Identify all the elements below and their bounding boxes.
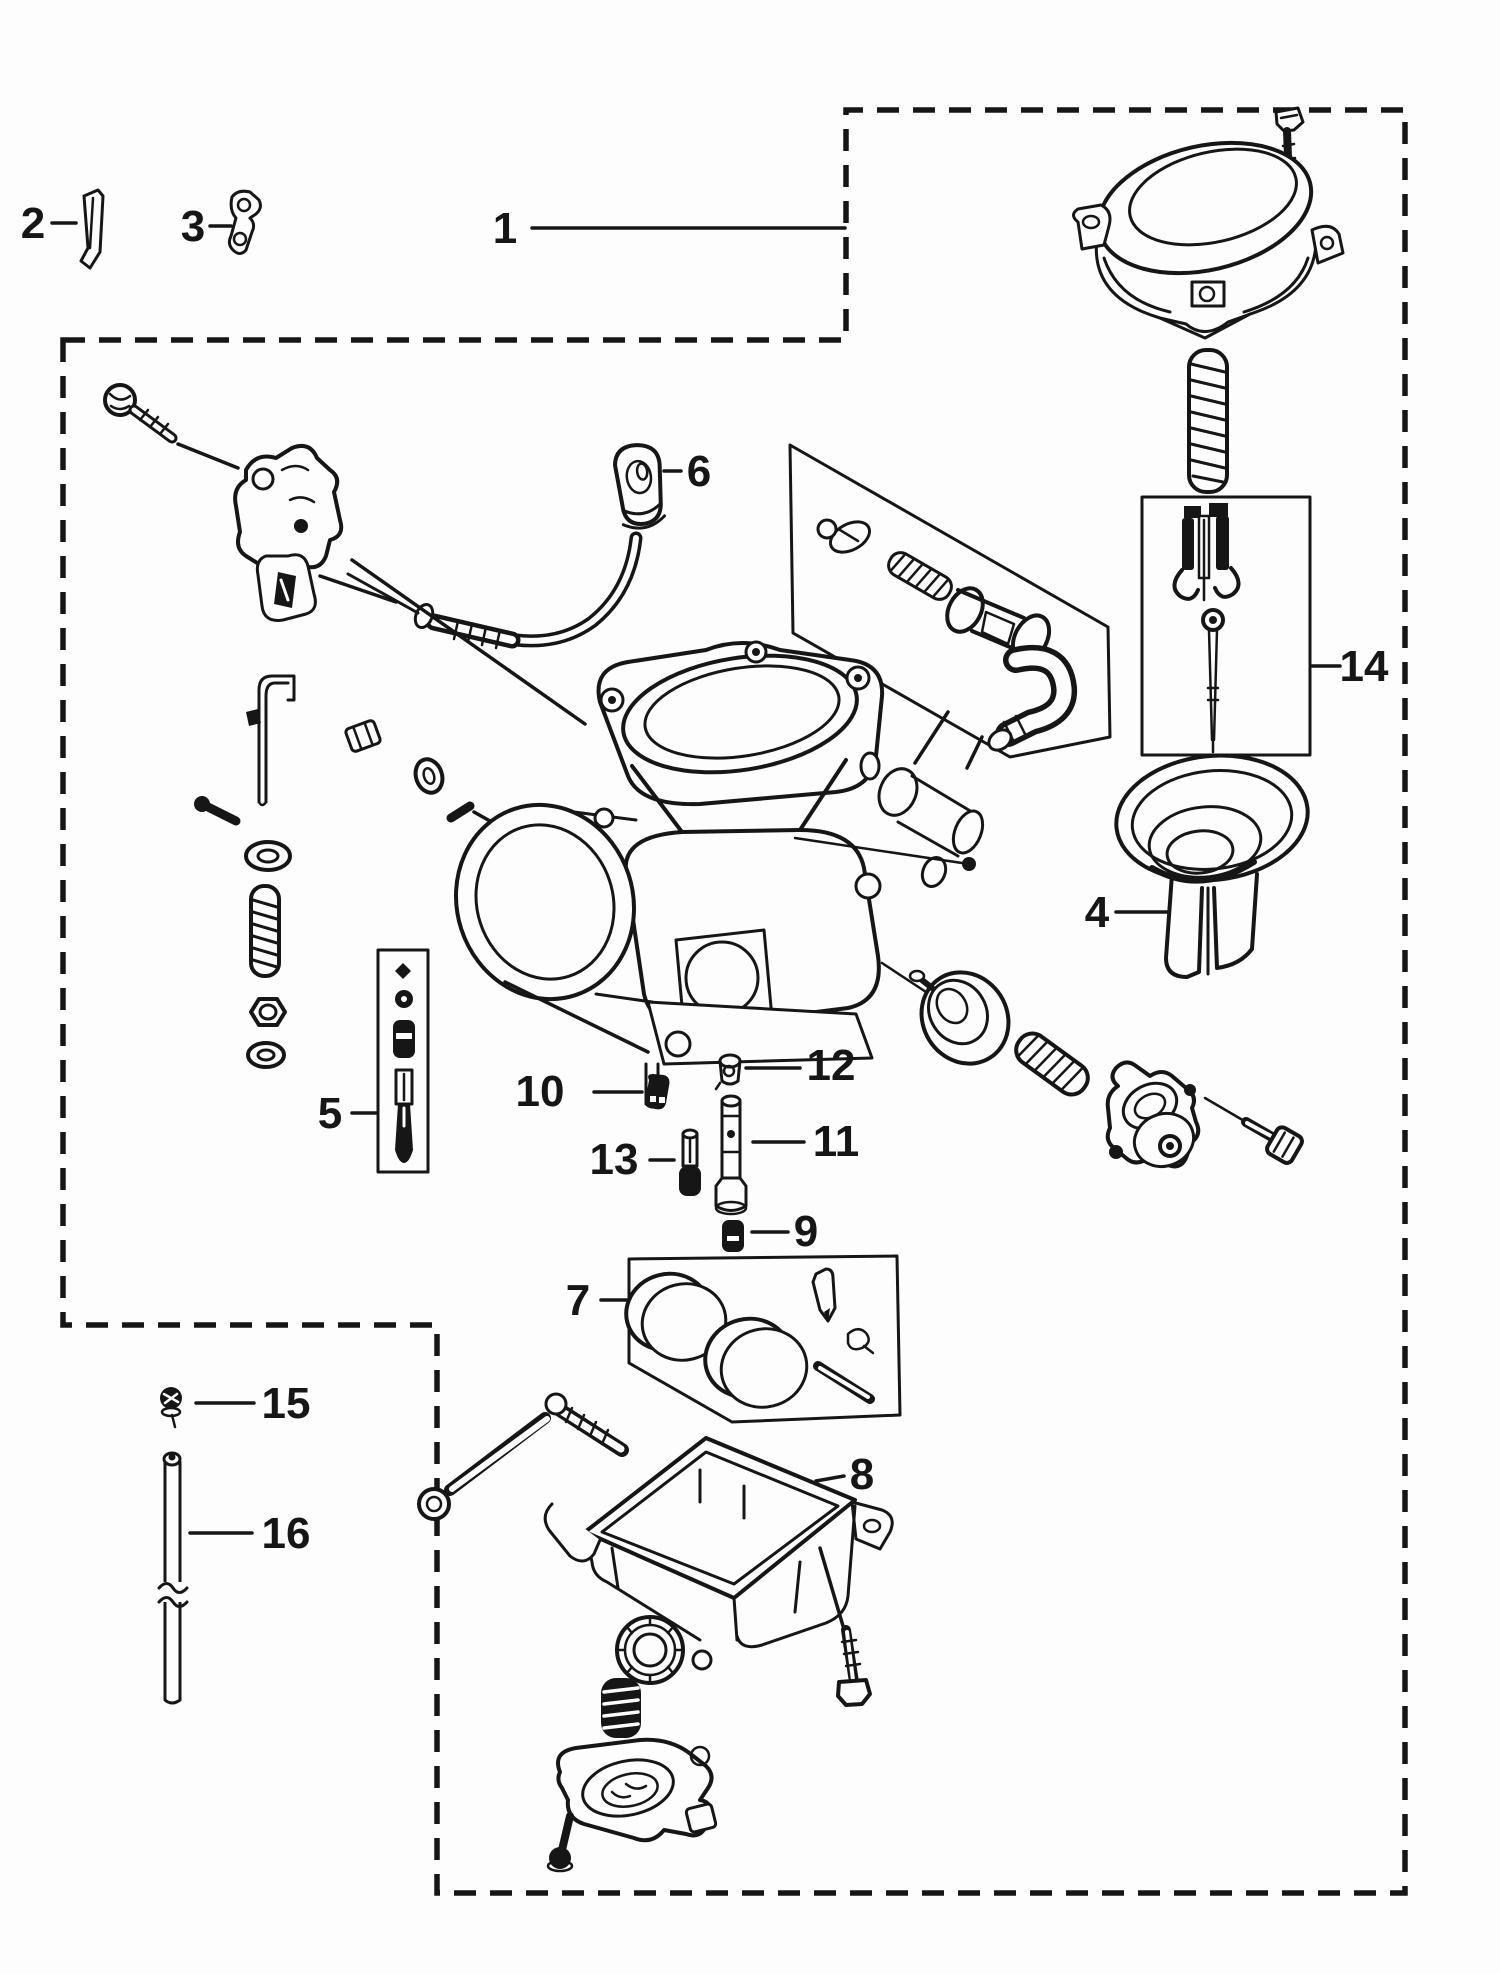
jet-12 xyxy=(714,1053,742,1091)
cover-screw xyxy=(546,1812,574,1873)
float-pin xyxy=(813,1361,875,1404)
stop-spring xyxy=(1014,1031,1090,1097)
callout-label-12: 12 xyxy=(807,1041,856,1090)
cable-boot xyxy=(613,443,667,530)
cable-clamp xyxy=(255,553,317,622)
throttle-bracket-assembly xyxy=(103,383,587,726)
part-4-diaphragm xyxy=(1114,753,1310,979)
callout-label-9: 9 xyxy=(794,1207,818,1256)
dashed-boundary xyxy=(60,107,1408,1896)
pilot-dot xyxy=(962,857,976,871)
callout-label-5: 5 xyxy=(318,1089,342,1138)
callout-label-3: 3 xyxy=(181,202,205,251)
collar xyxy=(344,719,382,753)
part-16-tube xyxy=(157,1451,189,1705)
choke-rod xyxy=(246,674,296,807)
jet-9 xyxy=(722,1220,744,1252)
callout-label-2: 2 xyxy=(21,199,45,248)
o-ring xyxy=(413,757,445,795)
part-15-nut xyxy=(160,1387,182,1429)
callout-label-10: 10 xyxy=(516,1067,565,1116)
callout-label-7: 7 xyxy=(566,1276,590,1325)
jet-needle xyxy=(1201,608,1225,754)
pump-cover xyxy=(556,1737,718,1843)
sealing-cap xyxy=(908,969,1011,1066)
hex-nut xyxy=(249,997,287,1027)
jet-leader xyxy=(503,980,650,1054)
jet-11 xyxy=(714,1094,748,1216)
stop-bracket xyxy=(1105,1060,1201,1169)
drain-spring xyxy=(601,1678,641,1738)
carburetor-body xyxy=(453,640,985,1109)
callout-label-8: 8 xyxy=(850,1450,874,1499)
valve-spring xyxy=(887,551,953,601)
float-left xyxy=(624,1271,728,1362)
needle-holder xyxy=(1172,503,1241,602)
part-5-box xyxy=(376,948,430,1174)
right-side-parts xyxy=(793,836,1304,1169)
callout-label-4: 4 xyxy=(1085,888,1110,937)
slide-spring xyxy=(1187,348,1229,494)
needle-clip xyxy=(846,1328,875,1355)
callout-leader-8 xyxy=(814,1474,846,1483)
callout-label-14: 14 xyxy=(1340,642,1389,691)
part-7-float-box xyxy=(624,1254,902,1424)
idle-spring xyxy=(249,884,281,978)
drain-ring xyxy=(615,1615,685,1685)
valve-plug xyxy=(816,518,872,554)
cable-adjuster xyxy=(413,602,521,650)
elbow-tube xyxy=(987,644,1078,752)
callout-label-15: 15 xyxy=(262,1379,311,1428)
cap-position-strokes xyxy=(913,710,984,770)
callout-label-16: 16 xyxy=(262,1509,311,1558)
part-8-float-bowl xyxy=(417,1392,894,1649)
float-valve-needle xyxy=(811,1267,837,1323)
small-washer xyxy=(691,1649,713,1671)
bowl-bolt xyxy=(836,1625,872,1707)
bracket-screw xyxy=(103,383,240,470)
part-3-link xyxy=(227,189,262,255)
float-right xyxy=(703,1316,809,1409)
diaphragm-cap xyxy=(1072,140,1345,340)
air-cutoff-valve-box xyxy=(788,443,1112,759)
part-1-cap-assembly xyxy=(1072,106,1345,494)
jet-13 xyxy=(679,1128,701,1196)
callout-label-6: 6 xyxy=(687,447,711,496)
small-screw xyxy=(194,796,241,826)
part-2-clip xyxy=(79,188,105,270)
bracket-screw-right xyxy=(1241,1117,1304,1165)
tiny-pin xyxy=(446,801,475,823)
callout-label-1: 1 xyxy=(493,204,517,253)
washer-bottom xyxy=(246,1041,286,1069)
part-14-box xyxy=(1140,495,1312,757)
jet-10 xyxy=(645,1074,670,1110)
callout-label-13: 13 xyxy=(590,1135,639,1184)
washer-top xyxy=(244,840,292,872)
callout-label-11: 11 xyxy=(813,1117,860,1166)
cable-assembly xyxy=(346,443,667,650)
